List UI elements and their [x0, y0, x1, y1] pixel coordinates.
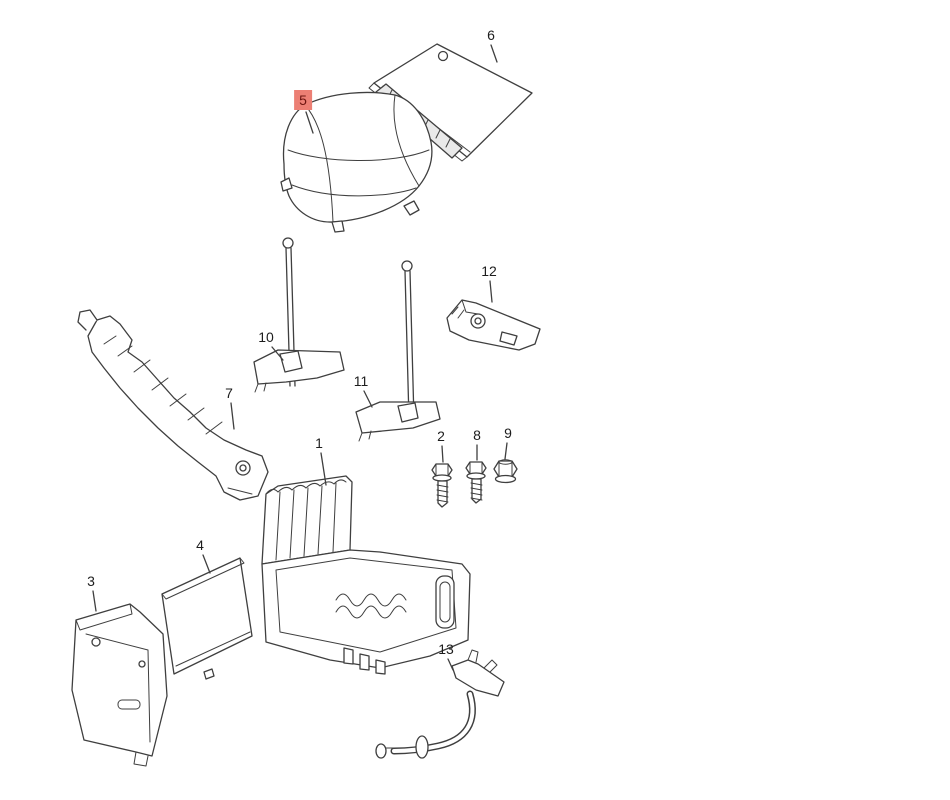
- leader-line-7: [230, 402, 235, 430]
- part-4-drawing: [161, 557, 253, 680]
- leader-line-6: [490, 44, 498, 63]
- leader-line-1: [320, 452, 327, 486]
- part-7-drawing: [77, 309, 269, 501]
- leader-line-3: [92, 590, 97, 612]
- part-3-drawing: [71, 603, 168, 767]
- part-8-drawing: [465, 461, 487, 504]
- leader-line-5: [305, 111, 314, 134]
- part-10-drawing: [253, 237, 345, 393]
- leader-line-12: [489, 280, 493, 303]
- leader-line-4: [202, 554, 211, 574]
- part-2-drawing: [431, 463, 453, 508]
- leader-lines: [92, 44, 508, 671]
- part-11-drawing: [355, 260, 441, 442]
- leader-line-9: [504, 442, 508, 460]
- leader-line-11: [363, 390, 373, 408]
- part-1-drawing: [261, 475, 471, 675]
- leader-line-10: [271, 346, 284, 361]
- leader-line-2: [441, 445, 444, 463]
- part-12-drawing: [446, 299, 541, 351]
- leader-line-13: [447, 658, 454, 671]
- part-9-drawing: [493, 459, 518, 484]
- part-13-drawing: [375, 649, 505, 759]
- part-5-drawing: [280, 91, 433, 233]
